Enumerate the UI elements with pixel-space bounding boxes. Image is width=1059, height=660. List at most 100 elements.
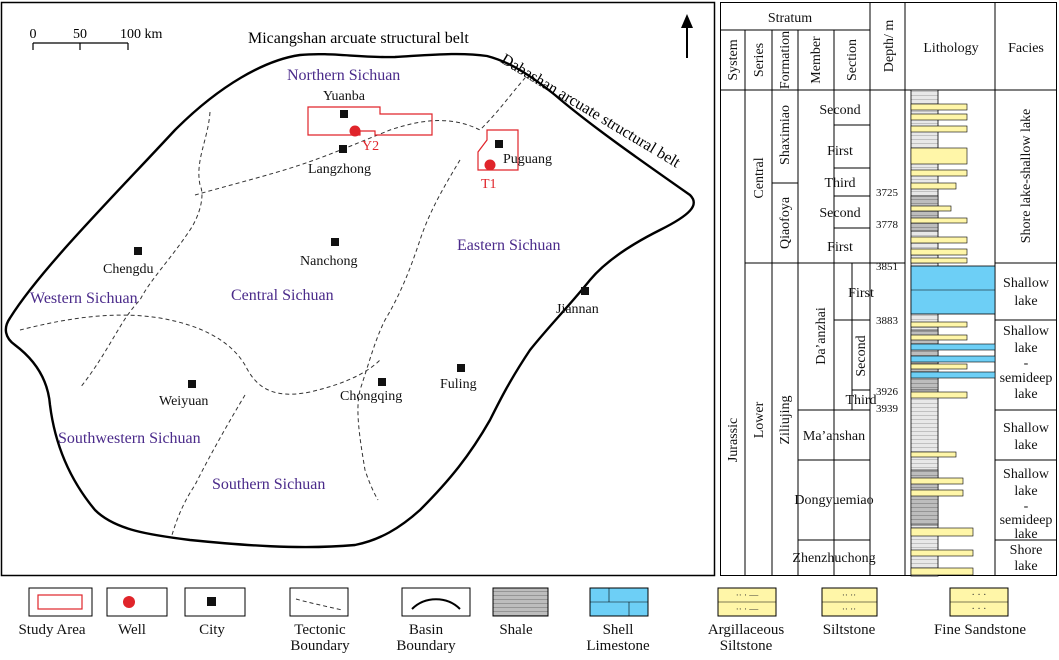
facies-shallow-lake-1a: Shallow [1003,276,1050,291]
city-marker-chongqing [378,378,386,386]
cities: Yuanba Langzhong Puguang Chengdu Nanchon… [103,89,599,409]
depth-3926: 3926 [876,386,899,398]
facies-semideep-2d: semideep [1000,371,1053,386]
system-jurassic: Jurassic [726,418,741,462]
header-formation: Formation [778,31,793,89]
scale-bar: 0 50 100 km [30,27,163,50]
legend-tectonic-2: Boundary [290,638,350,654]
city-marker-nanchong [331,238,339,246]
strat-header: Stratum System Series Formation Member S… [726,11,1044,89]
depth-3883: 3883 [876,315,899,327]
legend-well-icon [123,596,135,608]
svg-text:·· ··: ·· ·· [842,590,856,600]
section-qiaofoya-third: Third [824,176,855,191]
city-label-nanchong: Nanchong [300,254,358,269]
region-western-sichuan: Western Sichuan [30,290,138,307]
section-daanzhai-first: First [848,286,874,301]
legend-well: Well [118,622,146,638]
svg-text:·· · —: ·· · — [736,604,759,614]
facies-shallow-lake-1b: lake [1014,294,1037,309]
legend: Study Area Well City Tectonic Boundary B… [18,587,1026,654]
legend-basin-2: Boundary [396,638,456,654]
svg-text:· · ·: · · · [972,604,987,615]
legend-study-area-icon [37,594,83,610]
depth-3939: 3939 [876,403,899,415]
member-zhenzhuchong: Zhenzhuchong [792,551,875,566]
well-label-t1: T1 [481,177,497,192]
legend-basin-1: Basin [409,622,444,638]
legend-tectonic-1: Tectonic [294,622,346,638]
facies-semideep-4a: Shallow [1003,467,1050,482]
section-qiaofoya-second: Second [819,206,860,221]
header-stratum: Stratum [768,11,812,26]
city-label-weiyuan: Weiyuan [159,394,208,409]
facies-semideep-4e: lake [1014,527,1037,542]
city-marker-weiyuan [188,380,196,388]
depth-3778: 3778 [876,219,899,231]
facies: Shore lake-shallow lake Shallow lake Sha… [1000,109,1053,574]
city-marker-jiannan [581,287,589,295]
facies-semideep-2b: lake [1014,341,1037,356]
north-arrow-icon [681,14,693,58]
series-central: Central [752,157,767,198]
section-daanzhai-third: Third [845,393,876,408]
scale-tick-100: 100 km [120,27,163,42]
formation-qiaofoya: Qiaofoya [778,196,793,249]
facies-semideep-2c: - [1024,356,1029,371]
header-facies: Facies [1008,41,1044,56]
city-label-yuanba: Yuanba [323,89,366,104]
legend-study-area: Study Area [18,622,85,638]
well-marker-y2 [349,125,361,137]
wells: Y2 T1 [349,125,497,192]
city-marker-langzhong [339,145,347,153]
region-eastern-sichuan: Eastern Sichuan [457,237,561,254]
legend-argillaceous-2: Siltstone [720,638,773,654]
legend-shale: Shale [499,622,533,638]
header-member: Member [809,36,824,84]
strat-column [720,2,1057,576]
legend-shell-1: Shell [603,622,634,638]
study-area-yuanba [307,106,433,136]
member-daanzhai: Da’anzhai [814,307,829,365]
micangshan-belt-label: Micangshan arcuate structural belt [248,30,469,47]
city-label-puguang: Puguang [503,152,552,167]
section-shaximiao-second: Second [819,103,860,118]
legend-shell-2: Limestone [586,638,650,654]
legend-fine-sandstone: Fine Sandstone [934,622,1026,638]
well-marker-t1 [484,159,496,171]
svg-text:· · ·: · · · [972,590,987,601]
facies-shore-shallow-lake: Shore lake-shallow lake [1019,109,1034,244]
depth-3725: 3725 [876,187,899,199]
strat-dividers [745,124,1057,541]
header-system: System [726,39,741,80]
facies-semideep-2a: Shallow [1003,324,1050,339]
formation-shaximiao: Shaximiao [778,105,793,165]
header-depth: Depth/ m [882,20,897,73]
scale-tick-0: 0 [30,27,37,42]
header-section: Section [845,39,860,81]
svg-text:·· ··: ·· ·· [842,604,856,614]
region-central-sichuan: Central Sichuan [231,287,334,304]
city-marker-chengdu [134,247,142,255]
region-southern-sichuan: Southern Sichuan [212,476,325,493]
header-series: Series [752,43,767,77]
legend-city: City [199,622,225,638]
facies-shallow-lake-3b: lake [1014,438,1037,453]
svg-text:·· · —: ·· · — [736,590,759,600]
facies-semideep-4c: - [1024,499,1029,514]
facies-semideep-4d: semideep [1000,513,1053,528]
facies-shore-lake-a: Shore [1010,543,1043,558]
city-label-langzhong: Langzhong [308,162,371,177]
header-lithology: Lithology [923,41,978,56]
well-label-y2: Y2 [362,139,379,154]
member-maanshan: Ma’anshan [803,429,865,444]
city-label-fuling: Fuling [440,377,477,392]
region-northern-sichuan: Northern Sichuan [287,67,400,84]
legend-basin-icon [411,598,461,610]
city-marker-puguang [495,140,503,148]
city-label-chengdu: Chengdu [103,262,154,277]
facies-semideep-4b: lake [1014,484,1037,499]
city-label-chongqing: Chongqing [340,389,402,404]
facies-semideep-2e: lake [1014,387,1037,402]
